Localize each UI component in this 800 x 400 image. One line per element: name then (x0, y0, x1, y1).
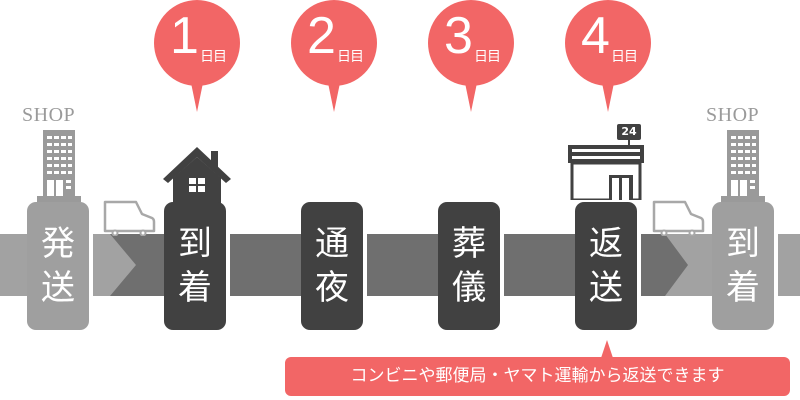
step-day-3-line1: 葬 (452, 224, 486, 264)
store-sign-24: 24 (621, 125, 637, 138)
convenience-store-icon: 24 (568, 124, 644, 200)
pin-tail (327, 78, 341, 112)
pin-circle (565, 0, 651, 86)
shop-building-icon (721, 130, 765, 202)
callout-pointer (601, 340, 613, 358)
pin-circle (154, 0, 240, 86)
day-suffix: 日目 (474, 49, 501, 65)
step-ship-line1: 発 (41, 224, 75, 264)
step-arrival: 到 着 (712, 202, 774, 330)
pin-circle (291, 0, 377, 86)
flow-band-1 (230, 234, 301, 296)
return-info-callout: コンビニや郵便局・ヤマト運輸から返送できます (285, 357, 790, 396)
delivery-van-icon (103, 200, 156, 236)
day-number: 2 (307, 7, 336, 65)
step-day-1-line2: 着 (178, 268, 212, 308)
delivery-van-icon (652, 200, 705, 236)
step-arrival-line1: 到 (726, 224, 760, 264)
shop-label-destination: SHOP (706, 104, 760, 126)
step-day-3: 葬 儀 (438, 202, 500, 330)
flow-band-3 (504, 234, 575, 296)
step-day-4-line1: 返 (589, 224, 623, 264)
pin-tail (190, 78, 204, 112)
flow-band-left (0, 234, 27, 296)
flow-band-right (778, 234, 800, 296)
flow-band-2 (367, 234, 438, 296)
step-ship-line2: 送 (41, 268, 75, 308)
step-arrival-line2: 着 (726, 268, 760, 308)
day-number: 4 (581, 7, 610, 65)
step-day-4: 返 送 (575, 202, 637, 330)
step-day-1-line1: 到 (178, 224, 212, 264)
pin-tail (464, 78, 478, 112)
flow-arrow-start (110, 234, 164, 296)
house-icon (163, 147, 231, 203)
step-day-4-line2: 送 (589, 268, 623, 308)
day-suffix: 日目 (337, 49, 364, 65)
day-pin-4: 4 日目 (565, 0, 651, 116)
flow-arrow-end (641, 234, 712, 296)
day-number: 3 (444, 7, 473, 65)
step-day-3-line2: 儀 (452, 268, 486, 308)
day-pin-3: 3 日目 (428, 0, 514, 116)
day-number: 1 (170, 7, 199, 65)
pin-circle (428, 0, 514, 86)
day-suffix: 日目 (611, 49, 638, 65)
day-suffix: 日目 (200, 49, 227, 65)
step-day-1: 到 着 (164, 202, 226, 330)
step-day-2-line1: 通 (315, 224, 349, 264)
step-day-2-line2: 夜 (315, 268, 349, 308)
day-pin-1: 1 日目 (154, 0, 240, 116)
day-pin-2: 2 日目 (291, 0, 377, 116)
step-day-2: 通 夜 (301, 202, 363, 330)
pin-tail (601, 78, 615, 112)
shop-label-origin: SHOP (22, 104, 76, 126)
step-ship: 発 送 (27, 202, 89, 330)
shop-building-icon (37, 130, 81, 202)
